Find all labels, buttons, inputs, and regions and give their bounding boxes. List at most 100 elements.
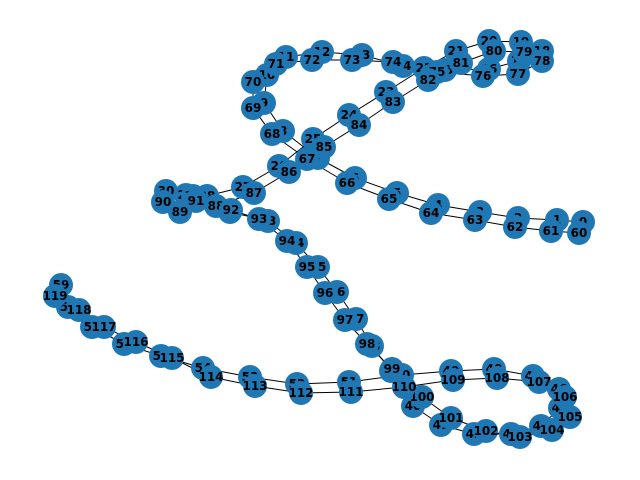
node-86: 86 [277,160,301,184]
node-label-104: 104 [539,423,564,437]
node-label-92: 92 [223,203,240,217]
node-circle-113 [243,374,267,398]
node-circle-76 [471,64,495,88]
node-label-87: 87 [246,186,263,200]
node-label-67: 67 [299,152,316,166]
node-circle-102 [474,419,498,443]
node-circle-85 [312,135,336,159]
node-circle-63 [463,208,487,232]
node-78: 78 [530,49,554,73]
node-label-118: 118 [66,303,91,317]
node-circle-84 [347,113,371,137]
node-circle-106 [553,385,577,409]
node-73: 73 [340,48,364,72]
node-circle-96 [313,281,337,305]
node-circle-99 [380,357,404,381]
node-108: 108 [484,366,510,390]
node-label-76: 76 [475,69,492,83]
node-circle-104 [540,418,564,442]
node-104: 104 [539,418,565,442]
node-circle-82 [416,68,440,92]
node-label-82: 82 [420,73,437,87]
node-label-105: 105 [557,410,582,424]
node-label-94: 94 [279,234,296,248]
node-circle-116 [124,330,148,354]
node-118: 118 [66,298,92,322]
node-circle-110 [392,375,416,399]
node-circle-78 [530,49,554,73]
node-circle-86 [277,160,301,184]
node-81: 81 [449,51,473,75]
node-93: 93 [247,207,271,231]
node-70: 70 [241,70,265,94]
node-label-95: 95 [299,260,316,274]
node-label-72: 72 [304,53,321,67]
node-label-99: 99 [384,362,401,376]
node-65: 65 [377,187,401,211]
node-circle-81 [449,51,473,75]
node-layer: 0123456789101112131415161718192021222324… [42,29,595,449]
node-circle-83 [381,90,405,114]
node-label-96: 96 [317,286,334,300]
node-label-84: 84 [351,118,368,132]
node-label-9: 9 [260,96,268,110]
node-76: 76 [471,64,495,88]
node-circle-74 [381,50,405,74]
node-119: 119 [42,284,68,308]
node-label-65: 65 [381,192,398,206]
node-80: 80 [482,39,506,63]
node-79: 79 [512,40,536,64]
node-circle-68 [260,122,284,146]
node-circle-111 [339,380,363,404]
node-label-97: 97 [337,313,354,327]
node-label-107: 107 [526,375,551,389]
node-circle-79 [512,40,536,64]
node-label-62: 62 [507,220,524,234]
node-circle-101 [439,406,463,430]
node-61: 61 [539,219,563,243]
node-90: 90 [151,190,175,214]
node-83: 83 [381,90,405,114]
node-circle-95 [295,255,319,279]
node-label-86: 86 [281,165,298,179]
node-label-101: 101 [438,411,463,425]
node-62: 62 [503,215,527,239]
node-115: 115 [159,346,185,370]
node-97: 97 [333,308,357,332]
node-106: 106 [552,385,578,409]
node-circle-98 [355,332,379,356]
node-circle-72 [300,48,324,72]
node-label-119: 119 [42,289,67,303]
node-label-61: 61 [543,224,560,238]
node-circle-114 [199,365,223,389]
node-112: 112 [288,381,314,405]
node-label-63: 63 [467,213,484,227]
node-label-113: 113 [242,379,267,393]
node-98: 98 [355,332,379,356]
node-label-93: 93 [251,212,268,226]
node-circle-108 [485,366,509,390]
node-circle-115 [160,346,184,370]
node-69: 69 [241,96,265,120]
node-label-77: 77 [510,67,527,81]
node-label-109: 109 [440,373,465,387]
node-87: 87 [242,181,266,205]
node-91: 91 [184,189,208,213]
node-label-83: 83 [385,95,402,109]
node-circle-97 [333,308,357,332]
node-label-70: 70 [245,75,262,89]
node-circle-77 [506,62,530,86]
node-95: 95 [295,255,319,279]
node-label-89: 89 [172,205,189,219]
node-circle-107 [527,370,551,394]
node-circle-103 [508,425,532,449]
node-114: 114 [198,365,224,389]
node-label-117: 117 [91,320,116,334]
node-label-110: 110 [391,380,416,394]
node-110: 110 [391,375,417,399]
node-label-79: 79 [516,45,533,59]
node-circle-80 [482,39,506,63]
node-84: 84 [347,113,371,137]
node-63: 63 [463,208,487,232]
node-label-78: 78 [534,54,551,68]
